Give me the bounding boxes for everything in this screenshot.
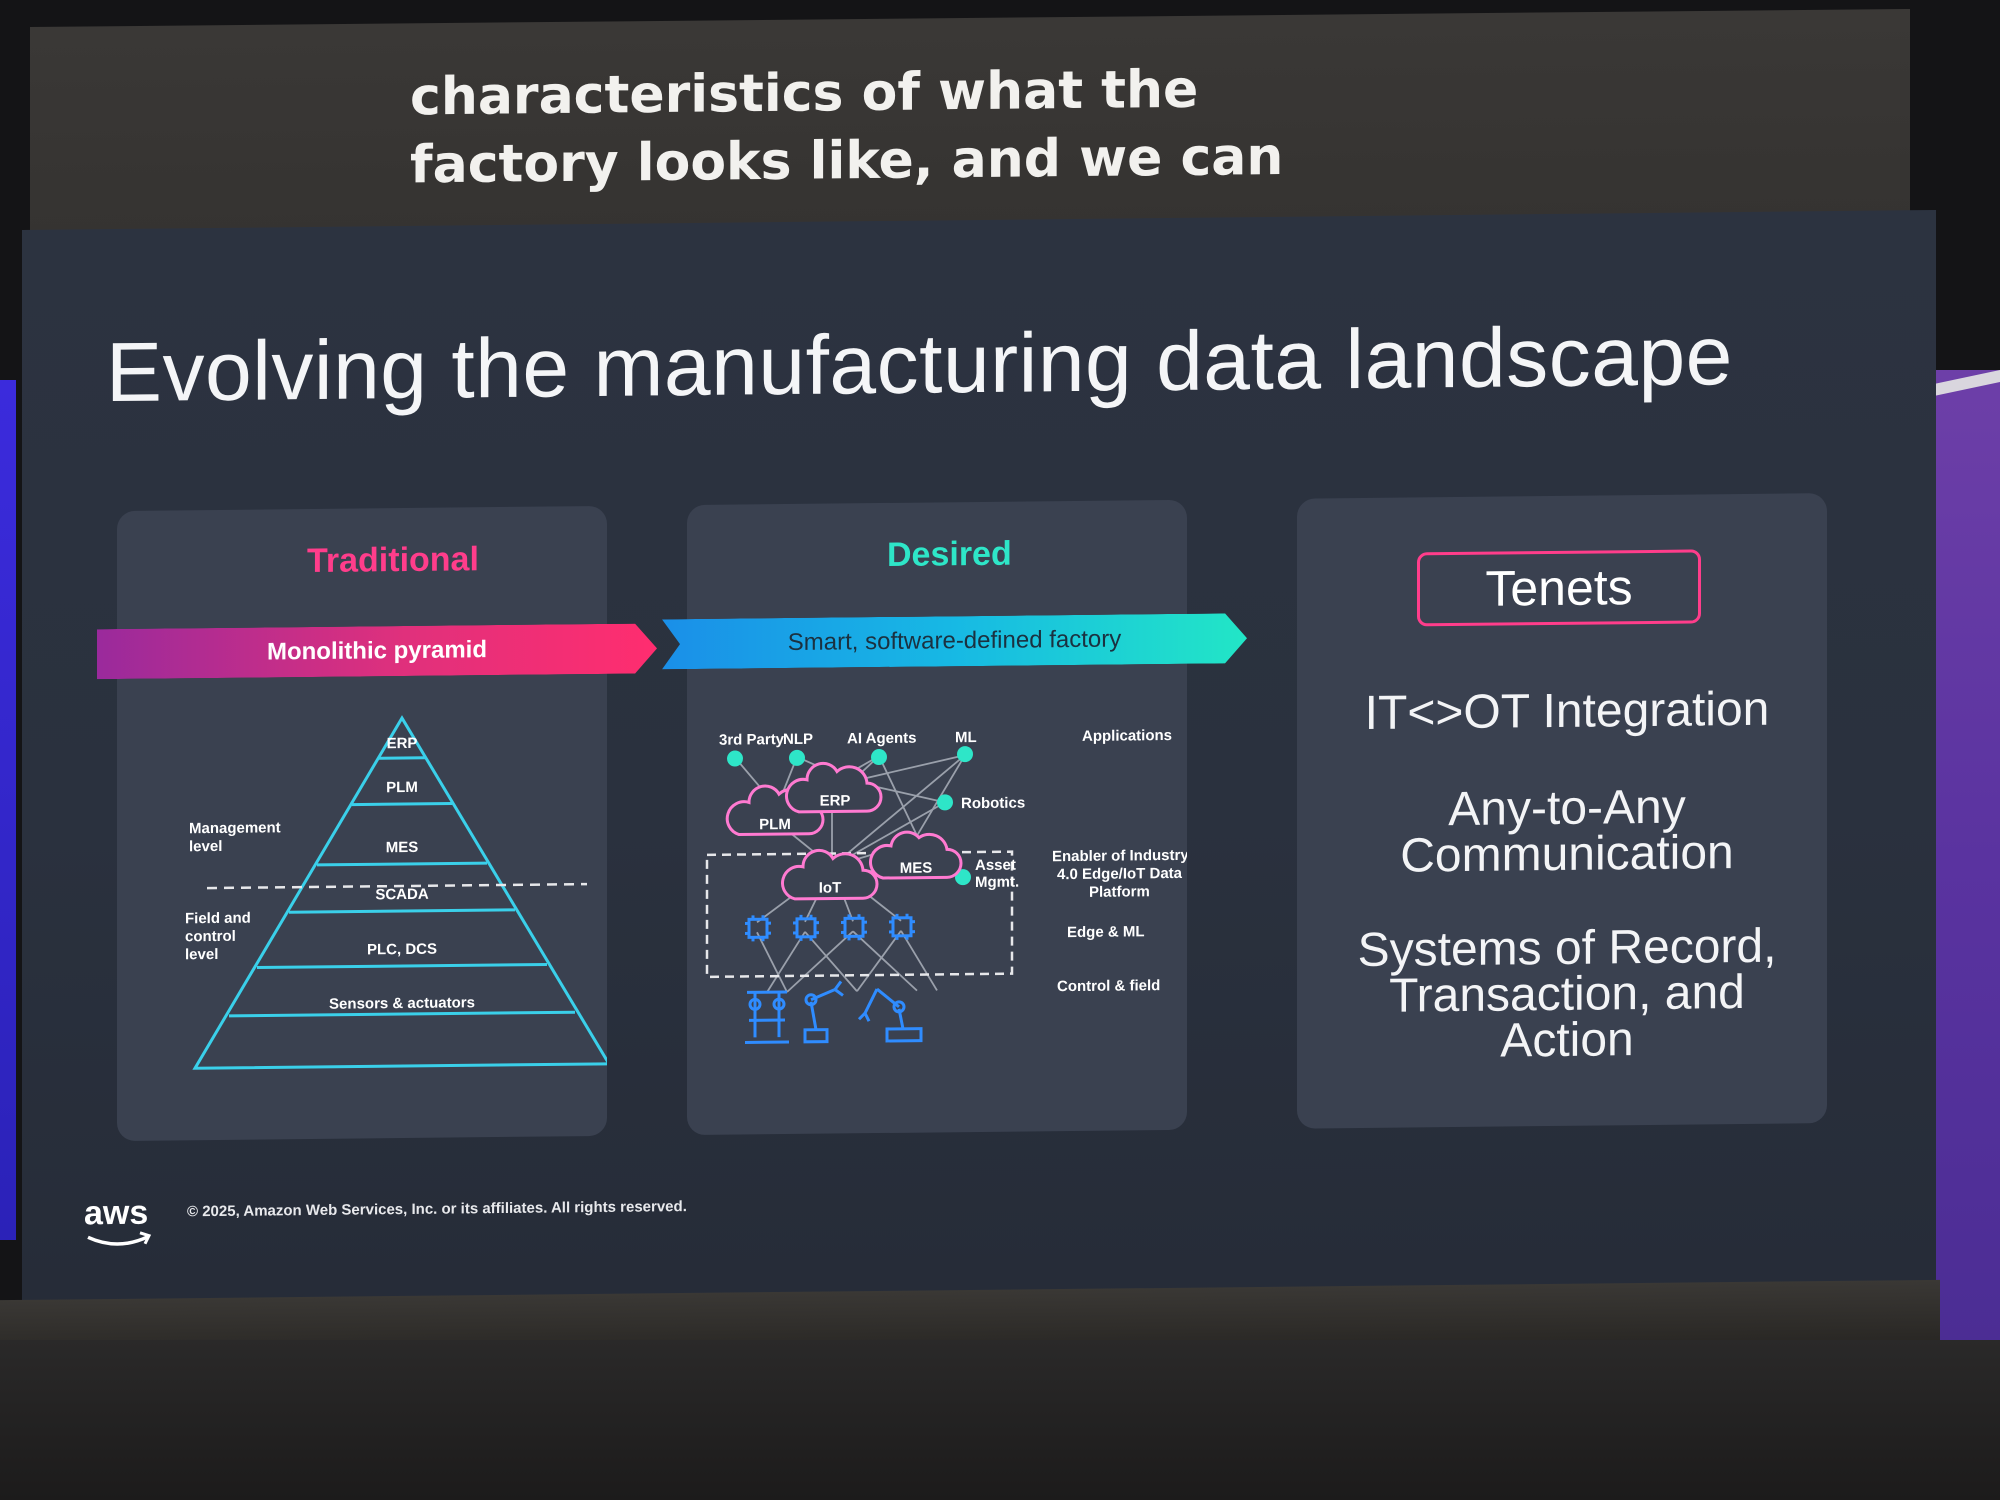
layer-plm: PLM xyxy=(386,779,418,796)
app-nodes xyxy=(727,746,973,886)
tenet-2-line-2: Communication xyxy=(1400,826,1734,883)
caption-line-1: characteristics of what the xyxy=(410,59,1199,128)
label-enabler-line-3: Platform xyxy=(1089,883,1150,901)
copyright-text: © 2025, Amazon Web Services, Inc. or its… xyxy=(187,1198,687,1221)
robot-arm-icon-2 xyxy=(857,987,923,1043)
tenet-3-line-2: Transaction, and xyxy=(1389,965,1745,1023)
label-asset-line-2: Mgmt. xyxy=(975,874,1019,891)
aws-logo: aws xyxy=(84,1193,149,1233)
chip-icon-1 xyxy=(745,915,771,942)
layer-plc-dcs: PLC, DCS xyxy=(367,941,437,959)
pyramid-outline xyxy=(192,715,607,1070)
label-asset-line-1: Asset xyxy=(975,857,1016,874)
cloud-erp-label: ERP xyxy=(820,792,851,809)
slide-title: Evolving the manufacturing data landscap… xyxy=(106,308,1733,420)
traditional-pyramid-diagram: ERP PLM MES SCADA PLC, DCS Sensors & act… xyxy=(185,715,607,1070)
node-3rd-party xyxy=(727,750,743,767)
layer-scada: SCADA xyxy=(375,886,429,904)
cloud-mes-icon xyxy=(869,830,963,880)
chip-icon-2 xyxy=(793,914,819,941)
software-defined-factory-banner: Smart, software-defined factory xyxy=(662,613,1247,669)
tenet-1-line: IT<>OT Integration xyxy=(1364,682,1770,740)
edge-chips xyxy=(745,913,915,942)
chip-icon-4 xyxy=(889,913,915,940)
caption-line-2: factory looks like, and we can xyxy=(410,126,1284,196)
tenet-2-line-1: Any-to-Any xyxy=(1448,780,1686,837)
node-asset-mgmt xyxy=(955,869,971,886)
left-blue-wall xyxy=(0,380,16,1240)
caption-strip: characteristics of what the factory look… xyxy=(30,8,1910,238)
node-nlp xyxy=(789,749,805,766)
label-enabler-line-1: Enabler of Industry xyxy=(1052,847,1187,865)
traditional-heading: Traditional xyxy=(307,540,479,581)
tenet-any-to-any: Any-to-Any Communication xyxy=(1317,780,1817,883)
label-edge-ml: Edge & ML xyxy=(1067,923,1144,941)
node-ai-agents xyxy=(871,749,887,766)
label-applications: Applications xyxy=(1082,727,1172,745)
management-field-divider xyxy=(207,882,587,890)
tenet-3-line-3: Action xyxy=(1500,1013,1634,1068)
node-ml xyxy=(957,746,973,763)
field-robots xyxy=(745,980,923,1044)
gantry-robot-icon xyxy=(745,990,789,1044)
layer-sensors-actuators: Sensors & actuators xyxy=(329,994,475,1013)
presentation-slide: Evolving the manufacturing data landscap… xyxy=(22,209,1936,1311)
label-ai-agents: AI Agents xyxy=(847,730,916,748)
cloud-iot-icon xyxy=(781,848,879,901)
label-nlp: NLP xyxy=(783,731,813,748)
tenet-it-ot-integration: IT<>OT Integration xyxy=(1317,682,1817,740)
floor xyxy=(0,1340,2000,1500)
cloud-iot-label: IoT xyxy=(819,879,841,896)
aws-smile-icon xyxy=(87,1231,152,1246)
cloud-shapes xyxy=(725,761,963,901)
cloud-mes-label: MES xyxy=(900,859,933,876)
cloud-erp-icon xyxy=(785,761,883,814)
tenet-systems-of-record: Systems of Record, Transaction, and Acti… xyxy=(1317,920,1817,1068)
management-label-line-2: level xyxy=(189,838,222,855)
tenets-heading-box: Tenets xyxy=(1417,549,1701,627)
cloud-plm-label: PLM xyxy=(759,816,791,833)
edge-platform-boundary xyxy=(705,850,1014,979)
field-label-line-1: Field and xyxy=(185,910,251,928)
chip-icon-3 xyxy=(841,914,867,941)
management-label-line-1: Management xyxy=(189,819,281,837)
robot-arm-icon-1 xyxy=(803,980,844,1044)
layer-erp: ERP xyxy=(387,735,418,752)
label-3rd-party: 3rd Party xyxy=(719,731,785,749)
label-control-field: Control & field xyxy=(1057,977,1160,995)
desired-network-diagram: 3rd Party NLP AI Agents ML Robotics Asse… xyxy=(705,727,1187,1044)
label-ml: ML xyxy=(955,729,977,746)
caption-text: characteristics of what the factory look… xyxy=(410,55,1283,199)
label-enabler-line-2: 4.0 Edge/IoT Data xyxy=(1057,865,1183,883)
field-label-line-3: level xyxy=(185,946,218,963)
label-robotics: Robotics xyxy=(961,795,1025,813)
node-robotics xyxy=(937,794,953,811)
field-label-line-2: control xyxy=(185,928,236,946)
desired-heading: Desired xyxy=(887,534,1012,574)
monolithic-pyramid-banner: Monolithic pyramid xyxy=(97,623,657,679)
layer-mes: MES xyxy=(386,839,419,856)
